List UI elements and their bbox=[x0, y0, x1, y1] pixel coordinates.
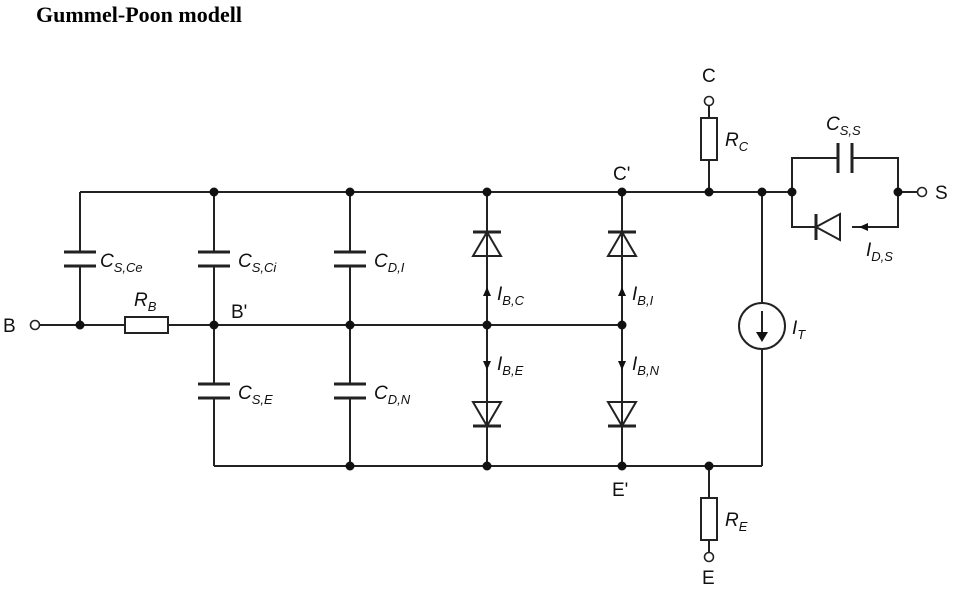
capacitor-cd-n bbox=[334, 382, 366, 400]
resistor-re bbox=[700, 497, 718, 541]
node-label-e: E bbox=[702, 568, 715, 589]
resistor-rc bbox=[700, 117, 718, 161]
node-label-b: B bbox=[3, 316, 16, 337]
terminal-s bbox=[916, 186, 928, 198]
capacitor-cs-ce bbox=[64, 250, 96, 268]
terminal-c bbox=[703, 95, 715, 107]
diode-bn bbox=[606, 401, 638, 428]
label-ibi: IB,I bbox=[632, 284, 654, 308]
label-rb: RB bbox=[134, 290, 157, 314]
capacitor-cs-e bbox=[198, 382, 230, 400]
capacitor-cd-i bbox=[334, 250, 366, 268]
label-cs-e: CS,E bbox=[238, 383, 273, 407]
current-source-it bbox=[738, 302, 786, 350]
node-label-c-prime: C' bbox=[613, 164, 630, 185]
resistor-rb bbox=[124, 316, 169, 334]
label-ids: ID,S bbox=[866, 240, 893, 264]
label-ibe: IB,E bbox=[497, 354, 524, 378]
label-rc: RC bbox=[725, 130, 749, 154]
diode-be bbox=[471, 401, 503, 428]
diode-bc bbox=[471, 230, 503, 257]
node-label-c: C bbox=[702, 66, 716, 87]
arrow-ibn bbox=[618, 361, 626, 370]
label-cd-n: CD,N bbox=[374, 383, 411, 407]
arrow-ibi bbox=[618, 287, 626, 296]
label-it: IT bbox=[792, 318, 806, 342]
label-cs-s: CS,S bbox=[826, 114, 861, 138]
arrow-ibe bbox=[483, 361, 491, 370]
label-cd-i: CD,I bbox=[374, 251, 405, 275]
node-label-e-prime: E' bbox=[612, 480, 628, 501]
label-cs-ce: CS,Ce bbox=[100, 251, 143, 275]
arrow-ids bbox=[859, 223, 868, 231]
label-cs-ci: CS,Ci bbox=[238, 251, 277, 275]
node-label-s: S bbox=[935, 183, 948, 204]
diode-bi bbox=[606, 230, 638, 257]
label-re: RE bbox=[725, 510, 748, 534]
page-title: Gummel-Poon modell bbox=[36, 2, 242, 27]
label-ibc: IB,C bbox=[497, 284, 525, 308]
terminal-b bbox=[29, 319, 41, 331]
label-ibn: IB,N bbox=[632, 354, 660, 378]
arrow-ibc bbox=[483, 287, 491, 296]
diode-ds bbox=[813, 212, 841, 242]
junctions bbox=[75, 187, 903, 471]
terminal-e bbox=[703, 551, 715, 563]
capacitor-cs-s bbox=[836, 143, 854, 173]
capacitor-cs-ci bbox=[198, 250, 230, 268]
node-label-b-prime: B' bbox=[231, 302, 247, 323]
